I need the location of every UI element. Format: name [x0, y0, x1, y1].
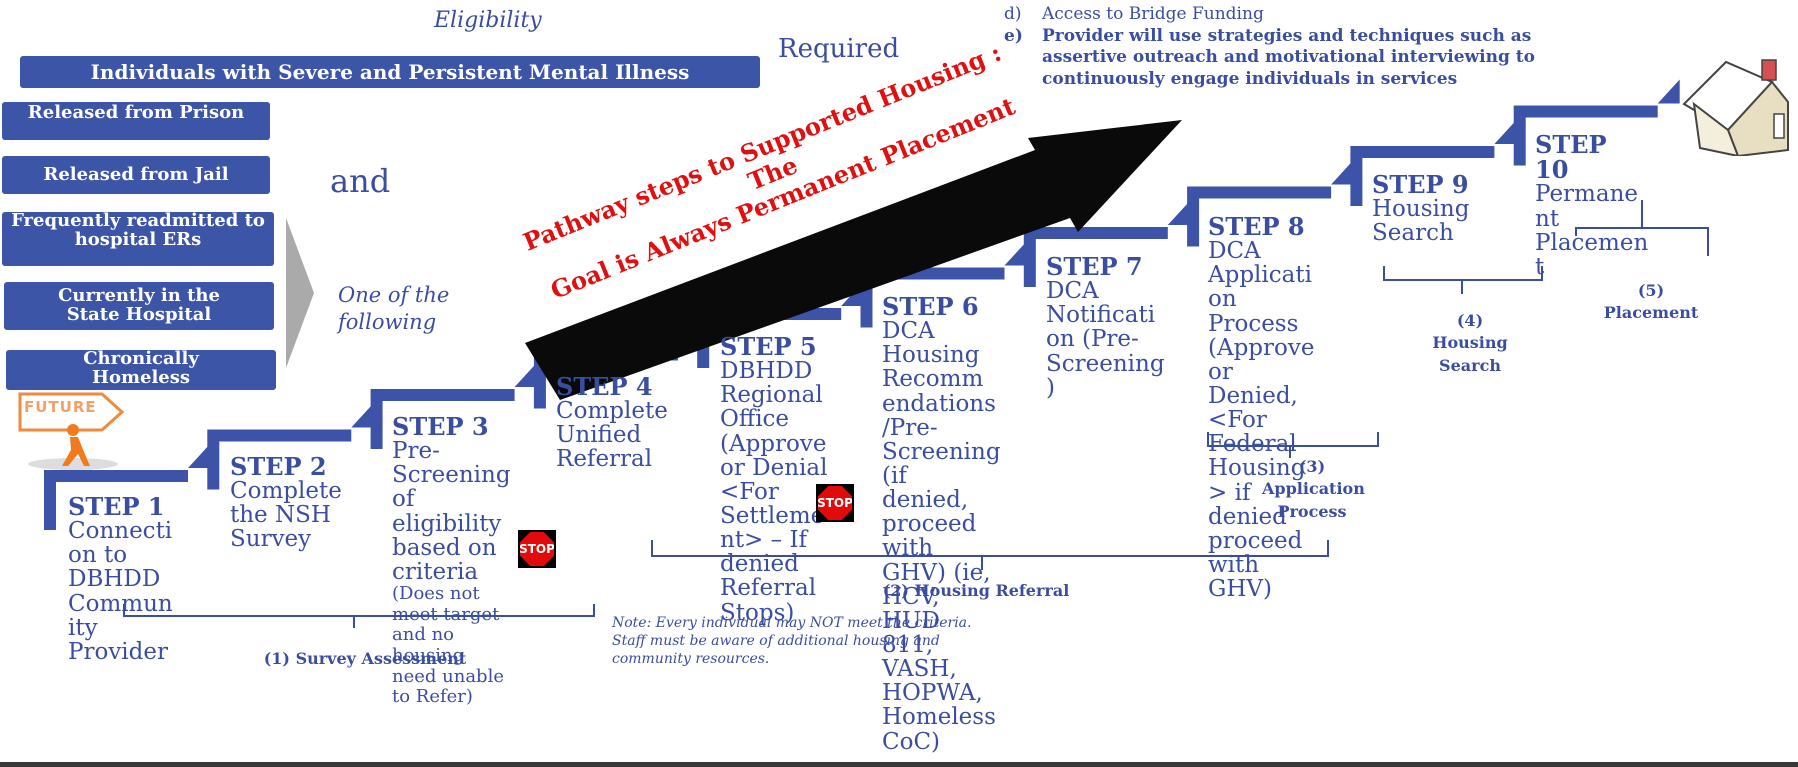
note-d-marker: d): [1004, 4, 1022, 24]
step-10-text: Permane nt Placemen t: [1535, 181, 1649, 280]
criteria-jail: Released from Jail: [2, 156, 270, 194]
future-sign-icon: [18, 392, 125, 470]
stair-step-1: [44, 444, 210, 530]
step-3-note: (Does not meet target and no housing nee…: [392, 583, 504, 708]
chevron-right-icon: [286, 218, 314, 368]
step-7-text: DCA Notificati on (Pre-Screening ): [1046, 278, 1165, 401]
step-9-text: Housing Search: [1372, 196, 1470, 247]
stop-sign-icon: STOP: [518, 530, 556, 568]
stair-step-2: [207, 403, 374, 490]
bracket-housing-search: [1383, 266, 1543, 281]
group-application-process: (3) Application Process: [1262, 457, 1365, 521]
stop-sign-icon: STOP: [816, 484, 854, 522]
step-10-num: STEP 10: [1535, 130, 1607, 185]
note-e: e) Provider will use strategies and techn…: [1004, 26, 1604, 90]
step-2-num: STEP 2: [230, 452, 327, 481]
future-label: FUTURE: [24, 398, 97, 416]
criteria-state-hospital: Currently in the State Hospital: [4, 282, 274, 330]
group-placement: (5) Placement: [1603, 281, 1699, 323]
note-e-text: Provider will use strategies and techniq…: [1042, 26, 1535, 89]
criteria-hospital: Frequently readmitted to hospital ERs: [2, 212, 274, 266]
step-6-text: DCA Housing Recomm endations /Pre-Screen…: [882, 318, 1001, 755]
step-7-num: STEP 7: [1046, 252, 1143, 281]
step-1-text: Connecti on to DBHDD Commun ity Provider: [68, 518, 173, 665]
criteria-homeless: Chronically Homeless: [6, 350, 276, 390]
stair-step-3: [370, 363, 537, 449]
bracket-survey: [123, 604, 595, 617]
step-5-num: STEP 5: [720, 332, 817, 361]
bracket-referral: [651, 540, 1329, 557]
step-4-num: STEP 4: [556, 372, 653, 401]
house-icon: [1682, 59, 1789, 156]
note-d-text: Access to Bridge Funding: [1042, 4, 1264, 24]
eligibility-banner: Individuals with Severe and Persistent M…: [20, 56, 760, 88]
group-housing-referral: (2) Housing Referral: [882, 581, 1070, 600]
note-d: d) Access to Bridge Funding: [1004, 4, 1624, 25]
and-label: and: [330, 162, 391, 200]
step-1-num: STEP 1: [68, 492, 165, 521]
required-label: Required: [778, 34, 900, 64]
stair-step-7: [1023, 201, 1190, 287]
group-housing-search: (4) Housing Search: [1432, 311, 1508, 375]
bottom-rule: [0, 762, 1798, 767]
stair-step-10: [1513, 79, 1680, 166]
step-3-num: STEP 3: [392, 412, 489, 441]
one-of-following-label: One of the following: [338, 283, 450, 335]
step-5-text: DBHDD Regional Office (Approve or Denial…: [720, 358, 828, 626]
bracket-application: [1207, 432, 1379, 447]
step-2-text: Complete the NSH Survey: [230, 478, 342, 553]
step-8-num: STEP 8: [1208, 212, 1305, 241]
step-9-num: STEP 9: [1372, 170, 1469, 199]
stair-step-9: [1350, 120, 1517, 206]
group-survey-assessment: (1) Survey Assessment: [263, 649, 467, 668]
step-6-num: STEP 6: [882, 292, 979, 321]
step-3-text: Pre-Screening of eligibility based on cr…: [392, 438, 511, 585]
step-4-text: Complete Unified Referral: [556, 398, 668, 473]
note-e-marker: e): [1004, 26, 1023, 46]
bracket-placement: [1575, 227, 1709, 256]
criteria-prison: Released from Prison: [2, 102, 270, 140]
stair-step-8: [1187, 160, 1354, 247]
footnote: Note: Every individual may NOT meet the …: [612, 615, 972, 668]
eligibility-label: Eligibility: [434, 8, 542, 33]
